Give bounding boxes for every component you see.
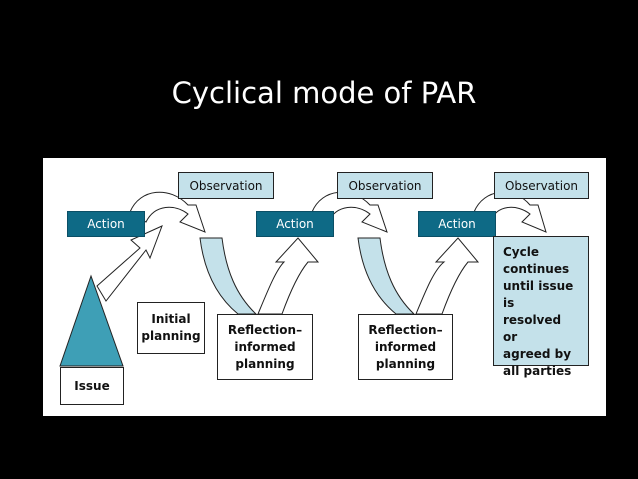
reflection-box-2: Reflection– informed planning [358, 314, 453, 380]
cycle-line-6: all parties [503, 364, 572, 378]
curve-arrow-2 [311, 191, 388, 233]
reflection-2-line-2: informed [374, 339, 437, 354]
initial-planning-box: Initial planning [137, 302, 205, 354]
up-arrow-3 [415, 237, 480, 315]
reflection-1-line-2: informed [234, 339, 296, 354]
cycle-line-2: continues [503, 262, 570, 276]
curve-arrow-3 [473, 191, 547, 233]
up-arrow-2 [257, 237, 320, 315]
observation-box-3: Observation [494, 172, 589, 199]
observation-box-2: Observation [337, 172, 433, 199]
cycle-line-1: Cycle [503, 245, 539, 259]
reflection-2-line-1: Reflection– [368, 322, 443, 337]
issue-box: Issue [60, 367, 124, 405]
cycle-note-box: Cycle continues until issue is resolved … [493, 236, 589, 378]
reflection-box-1: Reflection– informed planning [217, 314, 313, 380]
reflection-band-1 [199, 237, 258, 315]
cycle-line-5: agreed by [503, 347, 572, 361]
reflection-1-line-3: planning [235, 356, 295, 371]
action-box-1: Action [67, 211, 145, 237]
cycle-line-3: until issue is [503, 279, 574, 310]
reflection-band-2 [357, 237, 416, 315]
action-box-3: Action [418, 211, 496, 237]
observation-box-1: Observation [178, 172, 274, 199]
arrow-initial [96, 225, 163, 302]
slide-title: Cyclical mode of PAR [171, 76, 477, 110]
initial-planning-line-1: Initial [151, 312, 191, 326]
action-box-2: Action [256, 211, 334, 237]
reflection-1-line-1: Reflection– [227, 322, 303, 337]
initial-planning-line-2: planning [141, 329, 201, 343]
reflection-2-line-3: planning [375, 356, 436, 371]
issue-triangle [59, 274, 124, 367]
curve-arrow-1 [129, 191, 206, 233]
cycle-line-4: resolved or [503, 313, 562, 344]
